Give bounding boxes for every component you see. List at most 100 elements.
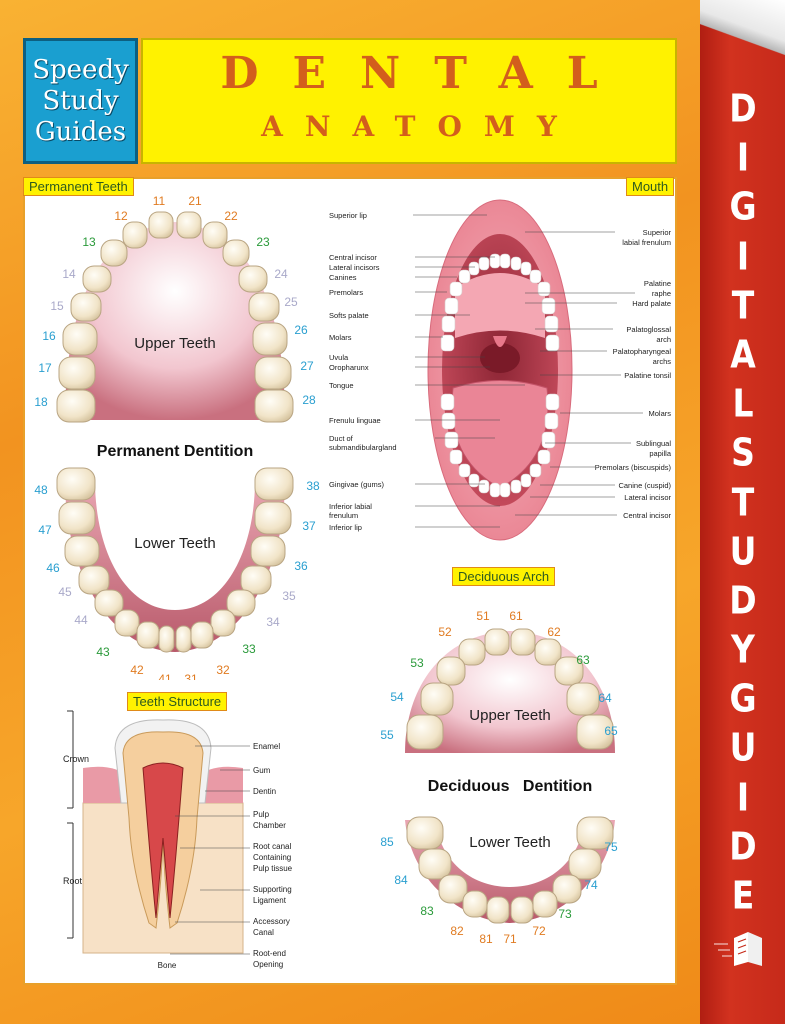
spine-letter: I xyxy=(736,774,750,820)
spine-letter: S xyxy=(731,430,755,476)
structure-label: Ligament xyxy=(253,896,287,905)
tooth-number: 23 xyxy=(256,235,270,249)
structure-label: Chamber xyxy=(253,821,286,830)
tooth-number: 32 xyxy=(216,663,230,677)
tooth-number: 73 xyxy=(558,907,572,921)
permanent-lower-label: Lower Teeth xyxy=(134,535,215,552)
tooth-number: 61 xyxy=(509,609,523,623)
logo-line: Guides xyxy=(34,116,127,147)
mouth-label: submandibulargland xyxy=(329,443,397,452)
oropharynx xyxy=(480,343,520,373)
tooth-number: 85 xyxy=(380,835,394,849)
deciduous-upper-label: Upper Teeth xyxy=(469,707,550,724)
book-logo-icon xyxy=(714,932,762,966)
mouth-label: Softs palate xyxy=(329,311,369,320)
section-tag-deciduous-arch: Deciduous Arch xyxy=(452,567,556,586)
title-line-1: DENTAL xyxy=(220,48,632,99)
mouth-label: Palatine xyxy=(644,279,671,288)
tooth-number: 27 xyxy=(300,359,314,373)
tooth-number: 35 xyxy=(282,589,296,603)
mouth-label: labial frenulum xyxy=(622,238,671,247)
spine-letter: A xyxy=(730,332,756,377)
mouth-label: Canines xyxy=(329,273,357,282)
tooth-number: 52 xyxy=(438,625,452,639)
mouth-label: Canine (cuspid) xyxy=(618,481,671,490)
mouth-label: Lateral incisors xyxy=(329,263,380,272)
tooth-number: 62 xyxy=(547,625,561,639)
tooth-number: 11 xyxy=(153,194,166,208)
logo-line: Speedy xyxy=(32,54,129,85)
page-curl xyxy=(700,0,785,60)
tooth-number: 43 xyxy=(96,645,110,659)
tongue xyxy=(451,380,549,489)
tooth-number: 72 xyxy=(532,924,546,938)
tooth-number: 44 xyxy=(74,613,88,627)
root-bracket xyxy=(67,822,74,939)
tooth-number: 16 xyxy=(42,329,56,343)
permanent-dentition-diagram: Upper Teeth Permanent Dentition Lower Te… xyxy=(34,194,320,680)
tooth-number: 54 xyxy=(390,690,404,704)
tooth-number: 22 xyxy=(224,209,238,223)
spine-letter: D xyxy=(729,86,757,131)
structure-label: Enamel xyxy=(253,742,280,751)
tooth-number: 46 xyxy=(46,561,60,575)
spine-letter: U xyxy=(729,725,757,771)
deciduous-dentition-caption: Deciduous Dentition xyxy=(428,778,592,795)
deciduous-lower-label: Lower Teeth xyxy=(469,834,550,851)
mouth-label: Uvula xyxy=(329,353,349,362)
mouth-label: frenulum xyxy=(329,511,358,520)
tooth-number: 48 xyxy=(34,483,48,497)
structure-label: Canal xyxy=(253,928,274,937)
tooth-number: 63 xyxy=(576,653,590,667)
spine-letter: D xyxy=(729,823,757,869)
mouth-label: raphe xyxy=(652,289,671,298)
bone-label: Bone xyxy=(158,961,177,970)
spine-letter: U xyxy=(729,528,757,574)
spine-letter: G xyxy=(729,676,757,722)
tooth-number: 37 xyxy=(302,519,316,533)
mouth-label: Central incisor xyxy=(623,511,671,520)
mouth-label: Inferior lip xyxy=(329,523,362,532)
tooth-number: 45 xyxy=(58,585,72,599)
structure-label: Containing xyxy=(253,853,291,862)
tooth-number: 17 xyxy=(38,361,52,375)
tooth-number: 42 xyxy=(130,663,144,677)
mouth-label: arch xyxy=(656,335,671,344)
mouth-label: Tongue xyxy=(329,381,354,390)
tooth-number: 13 xyxy=(82,235,96,249)
mouth-label: Hard palate xyxy=(632,299,671,308)
tooth-number: 41 xyxy=(158,672,172,680)
tooth-number: 28 xyxy=(302,393,316,407)
upper-palate xyxy=(65,222,285,420)
uvula xyxy=(493,336,507,347)
tooth-number: 14 xyxy=(62,267,76,281)
mouth-label: Gingivae (gums) xyxy=(329,480,385,489)
mouth-label: Molars xyxy=(648,409,671,418)
mouth-label: papilla xyxy=(649,449,672,458)
section-tag-mouth: Mouth xyxy=(626,177,675,196)
section-tag-permanent-teeth: Permanent Teeth xyxy=(23,177,134,196)
tooth-number: 31 xyxy=(184,672,198,680)
structure-label: Pulp tissue xyxy=(253,864,293,873)
tooth-number: 18 xyxy=(34,395,48,409)
tooth-structure-diagram: Crown Root EnamelGumDentinPulpChamberRoo… xyxy=(63,710,293,970)
title-banner: DENTAL ANATOMY xyxy=(141,38,677,164)
tooth-number: 12 xyxy=(114,209,128,223)
mouth-label: Central incisor xyxy=(329,253,377,262)
tooth-number: 71 xyxy=(503,932,517,946)
spine-letter: D xyxy=(729,577,757,623)
tooth-number: 64 xyxy=(598,691,612,705)
book-spine xyxy=(700,0,785,1024)
hard-palate xyxy=(455,273,545,338)
deciduous-dentition-diagram: Upper Teeth Deciduous Dentition Lower Te… xyxy=(380,609,618,946)
tooth-number: 82 xyxy=(450,924,464,938)
tooth-number: 33 xyxy=(242,642,256,656)
spine-letter: I xyxy=(736,233,750,279)
mouth-label: Premolars (biscuspids) xyxy=(595,463,672,472)
tooth-number: 81 xyxy=(479,932,493,946)
title-line-2: ANATOMY xyxy=(261,110,579,143)
section-tag-teeth-structure: Teeth Structure xyxy=(127,692,228,711)
tooth-number: 36 xyxy=(294,559,308,573)
